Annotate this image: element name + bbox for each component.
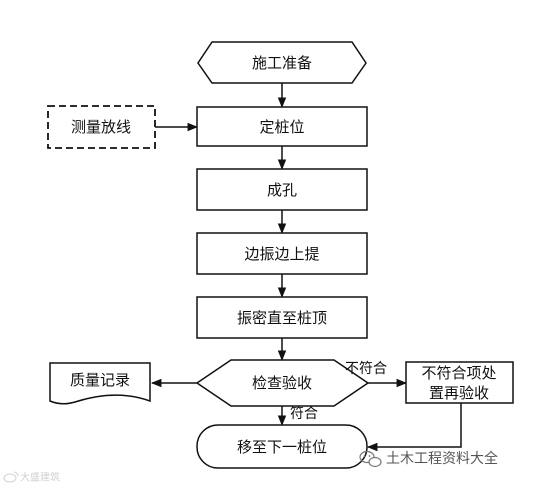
node-label: 边振边上提 [244,245,319,263]
node-quality-record: 质量记录 [49,362,151,405]
node-survey-layout: 测量放线 [47,105,156,149]
node-label: 移至下一桩位 [237,438,327,456]
box-shape [196,232,368,275]
node-label: 振密直至桩顶 [237,309,327,327]
weibo-icon [3,471,19,483]
node-construction-prep: 施工准备 [197,41,367,84]
hexagon-shape [197,41,367,84]
node-label-line1: 不符合项处 [421,364,496,382]
box-shape [196,106,368,147]
watermark-right: 土木工程资料大全 [359,450,498,468]
node-label: 检查验收 [252,374,312,392]
node-inspection: 检查验收 [195,359,370,407]
rounded-box-shape [196,424,368,469]
edge-label-pass: 符合 [290,406,318,422]
node-locate-pile: 定桩位 [196,106,368,147]
node-next-pile: 移至下一桩位 [196,424,368,469]
watermark-left: 大盛建筑 [3,471,60,484]
edge-label-fail: 不符合 [345,361,387,377]
box-shape [196,296,368,339]
decision-shape [195,359,370,407]
edge-fix-to-next [366,403,462,452]
connectors [150,83,462,452]
node-label-line2: 置再验收 [429,384,489,402]
node-label: 成孔 [267,181,297,199]
node-label: 施工准备 [252,54,312,72]
wechat-icon [359,450,382,468]
node-label: 测量放线 [71,118,131,136]
node-nonconformance: 不符合项处 置再验收 [405,361,514,404]
watermark-right-text: 土木工程资料大全 [386,450,498,467]
node-label: 定桩位 [259,118,304,136]
box-shape [196,168,368,211]
watermark-left-text: 大盛建筑 [20,471,60,484]
node-compact-to-top: 振密直至桩顶 [196,296,368,339]
dashed-box-shape [47,105,156,149]
node-form-hole: 成孔 [196,168,368,211]
node-label: 质量记录 [70,371,130,389]
node-vibrate-lift: 边振边上提 [196,232,368,275]
document-shape [49,362,151,405]
box-shape [405,361,514,404]
